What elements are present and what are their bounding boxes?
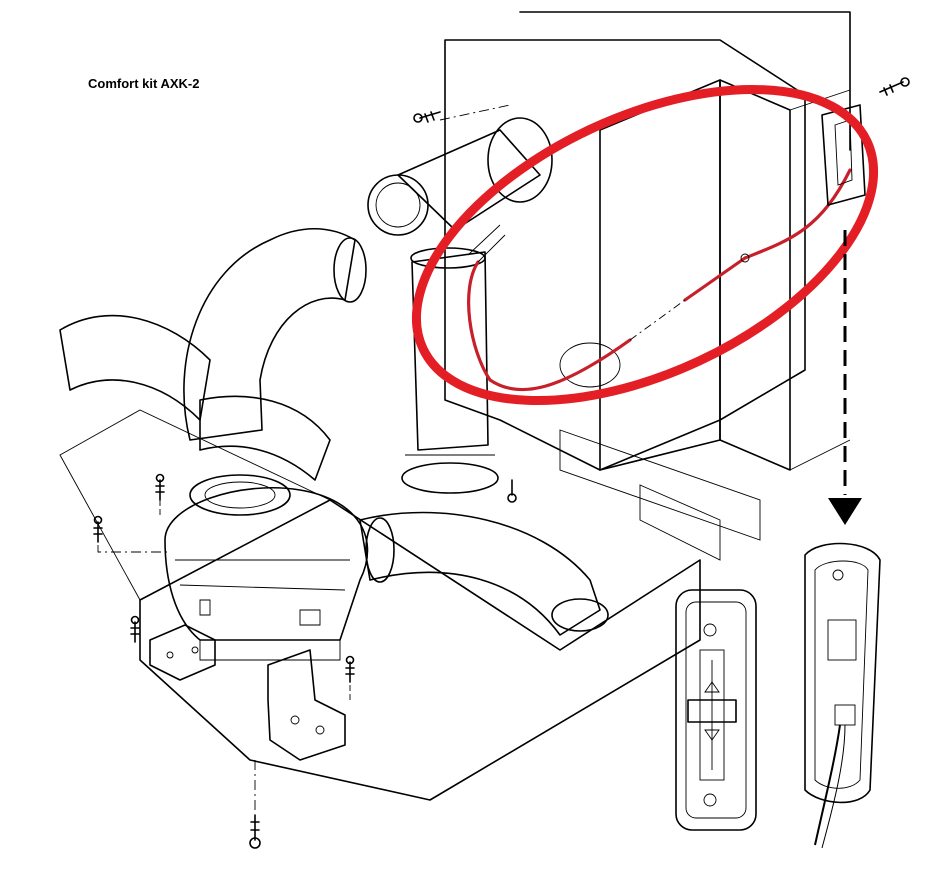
highlight-ring <box>411 85 879 405</box>
heater-cabinet <box>444 11 851 561</box>
diagram-title: Comfort kit AXK-2 <box>88 76 200 91</box>
screw-icon <box>93 515 103 543</box>
switch-mount <box>821 104 866 206</box>
vertical-hose <box>401 247 499 494</box>
blower-unit <box>164 474 369 661</box>
assembly-lines <box>97 104 511 812</box>
detail-arrow <box>828 230 862 525</box>
slide-switch-back <box>804 542 881 849</box>
screw-icon <box>413 111 441 123</box>
screw-icon <box>155 473 165 501</box>
screw-icon <box>345 655 355 683</box>
screw-icon <box>879 77 910 96</box>
mounting-bracket-left <box>149 624 216 681</box>
curved-hose-right <box>359 511 609 636</box>
screw-icon <box>130 615 140 643</box>
screw-icon <box>507 479 517 503</box>
wiring-harness <box>467 168 852 392</box>
curved-hose-main <box>59 227 367 481</box>
outlet-elbow <box>367 117 553 236</box>
mounting-bracket-right <box>267 649 346 761</box>
slide-switch-front <box>675 589 757 831</box>
screw-icon <box>249 814 261 849</box>
